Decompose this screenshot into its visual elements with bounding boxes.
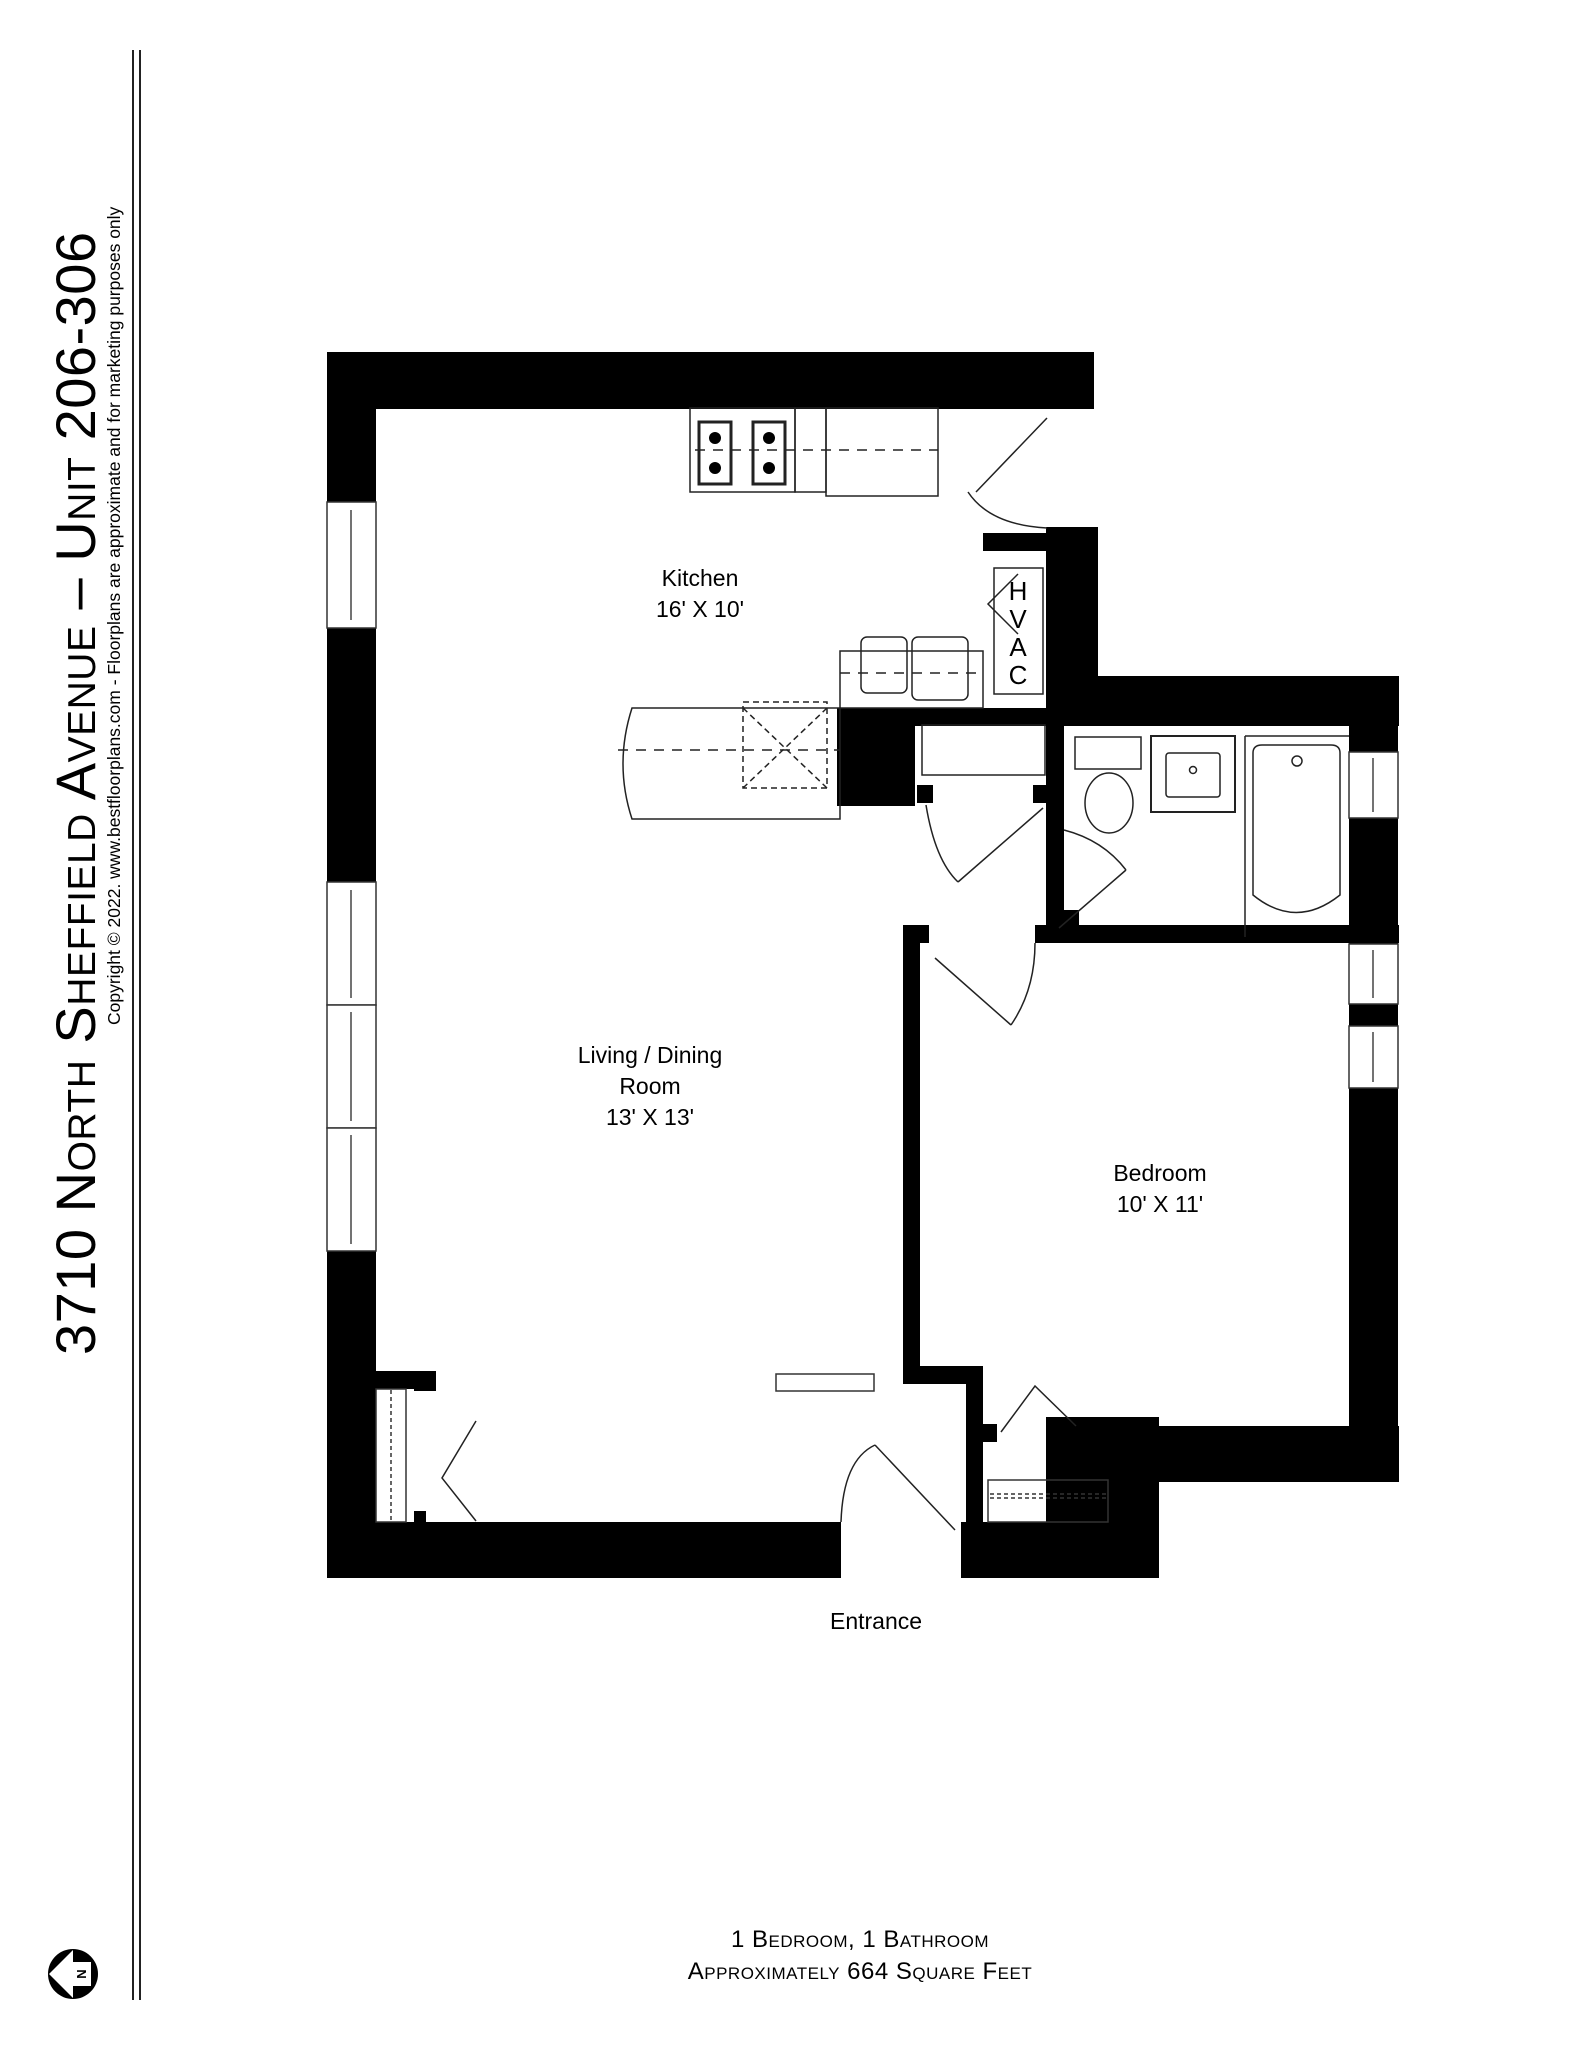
room-bedroom-name: Bedroom: [1113, 1160, 1207, 1186]
border-rule-left: [132, 50, 134, 2000]
room-bedroom: Bedroom 10' X 11': [1040, 1158, 1280, 1220]
stove-burners-icon: [709, 432, 775, 474]
svg-text:A: A: [1009, 632, 1027, 662]
room-living-name-1: Living / Dining: [577, 1042, 723, 1068]
room-living-dining: Living / Dining Room 13' X 13': [520, 1040, 780, 1133]
kitchen-fixtures: [618, 407, 1046, 820]
room-living-size: 13' X 13': [605, 1104, 695, 1130]
svg-text:C: C: [1009, 660, 1028, 690]
summary-square-feet: Approximately 664 Square Feet: [687, 1958, 1033, 1985]
closets: [375, 1373, 1109, 1523]
hvac-label: H V A C: [1009, 576, 1028, 690]
north-compass-icon: N: [48, 1949, 98, 1999]
room-kitchen: Kitchen 16' X 10': [600, 563, 800, 625]
svg-text:H: H: [1009, 576, 1028, 606]
svg-text:N: N: [74, 1969, 89, 1978]
room-kitchen-name: Kitchen: [661, 565, 739, 591]
border-rule-right: [139, 50, 141, 2000]
room-living-name-2: Room: [619, 1073, 681, 1099]
svg-text:V: V: [1009, 604, 1027, 634]
entrance-label: Entrance: [830, 1608, 923, 1634]
walls: [327, 352, 1399, 1578]
doors: [441, 417, 1127, 1531]
room-bedroom-size: 10' X 11': [1116, 1191, 1204, 1217]
room-kitchen-size: 16' X 10': [655, 596, 745, 622]
bathroom-fixtures: [1074, 735, 1349, 937]
summary-bed-bath: 1 Bedroom, 1 Bathroom: [730, 1926, 989, 1953]
